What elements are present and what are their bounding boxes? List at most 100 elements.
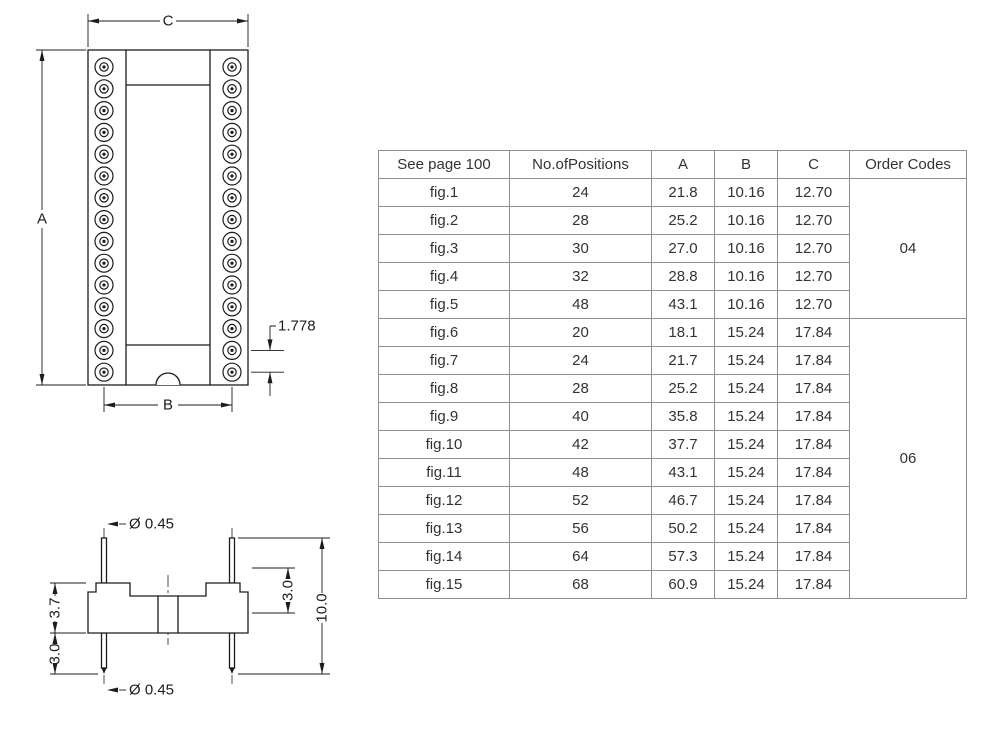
cell-fig: fig.6 [378, 318, 510, 347]
header-c: C [777, 150, 850, 179]
cell-a: 25.2 [651, 374, 715, 403]
dim-label-pin-length: 3.0 [47, 644, 64, 665]
cell-fig: fig.15 [378, 570, 510, 599]
cell-b: 10.16 [714, 206, 778, 235]
cell-fig: fig.1 [378, 178, 510, 207]
cell-fig: fig.2 [378, 206, 510, 235]
dim-label-pin-dia-top: Ø 0.45 [129, 516, 174, 533]
cell-a: 28.8 [651, 262, 715, 291]
cell-c: 17.84 [777, 458, 850, 487]
cell-positions: 64 [509, 542, 652, 571]
socket-side-body [87, 582, 249, 634]
cell-b: 15.24 [714, 542, 778, 571]
pin-diameter-top: Ø 0.45 [107, 516, 174, 533]
cell-a: 37.7 [651, 430, 715, 459]
cell-c: 17.84 [777, 318, 850, 347]
dim-label-pitch: 1.778 [278, 318, 316, 335]
cell-c: 12.70 [777, 234, 850, 263]
cell-c: 17.84 [777, 430, 850, 459]
cell-positions: 68 [509, 570, 652, 599]
cell-fig: fig.13 [378, 514, 510, 543]
cell-positions: 48 [509, 458, 652, 487]
cell-a: 43.1 [651, 458, 715, 487]
cell-fig: fig.8 [378, 374, 510, 403]
dim-label-body-height: 3.7 [47, 598, 64, 619]
cell-b: 15.24 [714, 402, 778, 431]
socket-cavity-lines [125, 50, 211, 385]
table-row: fig.15 68 60.9 15.24 17.84 [378, 570, 967, 599]
cell-c: 17.84 [777, 346, 850, 375]
cell-b: 15.24 [714, 318, 778, 347]
cell-c: 17.84 [777, 514, 850, 543]
dim-label-shoulder: 3.0 [280, 580, 297, 601]
cell-fig: fig.3 [378, 234, 510, 263]
orientation-notch [155, 372, 181, 386]
cell-order-code: 06 [849, 318, 967, 599]
dimension-b: B [103, 387, 233, 414]
cell-a: 21.8 [651, 178, 715, 207]
cell-positions: 52 [509, 486, 652, 515]
socket-top-view: C A B 1.778 [36, 13, 316, 414]
cell-b: 15.24 [714, 458, 778, 487]
cell-positions: 28 [509, 374, 652, 403]
cell-a: 50.2 [651, 514, 715, 543]
table-row: fig.8 28 25.2 15.24 17.84 [378, 374, 967, 403]
cell-positions: 24 [509, 346, 652, 375]
cell-fig: fig.14 [378, 542, 510, 571]
cell-b: 10.16 [714, 234, 778, 263]
dim-label-total-height: 10.0 [314, 593, 331, 622]
center-block-lines [157, 596, 179, 633]
dimension-body-height: 3.7 3.0 [47, 582, 98, 675]
cell-order-code: 04 [849, 178, 967, 319]
cell-fig: fig.9 [378, 402, 510, 431]
cell-c: 17.84 [777, 570, 850, 599]
cell-b: 10.16 [714, 178, 778, 207]
table-row: fig.1 24 21.8 10.16 12.70 04 [378, 178, 967, 319]
cell-b: 10.16 [714, 290, 778, 319]
cell-fig: fig.12 [378, 486, 510, 515]
dim-label-pin-dia-bottom: Ø 0.45 [129, 682, 174, 699]
cell-positions: 48 [509, 290, 652, 319]
spec-table: See page 100 No.ofPositions A B C Order … [378, 150, 967, 599]
cell-fig: fig.7 [378, 346, 510, 375]
cell-a: 25.2 [651, 206, 715, 235]
cell-fig: fig.4 [378, 262, 510, 291]
table-row: fig.5 48 43.1 10.16 12.70 [378, 290, 967, 319]
dim-label-b: B [163, 397, 173, 414]
cell-a: 21.7 [651, 346, 715, 375]
header-see-page: See page 100 [378, 150, 510, 179]
header-b: B [714, 150, 778, 179]
cell-a: 57.3 [651, 542, 715, 571]
cell-c: 12.70 [777, 178, 850, 207]
cell-positions: 40 [509, 402, 652, 431]
header-a: A [651, 150, 715, 179]
table-row: fig.14 64 57.3 15.24 17.84 [378, 542, 967, 571]
cell-positions: 28 [509, 206, 652, 235]
pin-diameter-bottom: Ø 0.45 [107, 682, 174, 699]
dim-label-c: C [163, 13, 174, 30]
cell-positions: 32 [509, 262, 652, 291]
cell-a: 35.8 [651, 402, 715, 431]
cell-a: 46.7 [651, 486, 715, 515]
cell-fig: fig.10 [378, 430, 510, 459]
cell-c: 17.84 [777, 542, 850, 571]
cell-b: 15.24 [714, 570, 778, 599]
socket-body-outline [87, 49, 249, 386]
cell-fig: fig.11 [378, 458, 510, 487]
dimension-a: A [36, 49, 86, 386]
cell-c: 17.84 [777, 402, 850, 431]
cell-b: 15.24 [714, 374, 778, 403]
spec-table-container: See page 100 No.ofPositions A B C Order … [378, 150, 967, 599]
cell-a: 60.9 [651, 570, 715, 599]
dimension-total-height: 10.0 [238, 537, 331, 675]
cell-positions: 56 [509, 514, 652, 543]
table-row: fig.3 30 27.0 10.16 12.70 [378, 234, 967, 263]
header-positions: No.ofPositions [509, 150, 652, 179]
cell-a: 18.1 [651, 318, 715, 347]
cell-fig: fig.5 [378, 290, 510, 319]
table-row: fig.7 24 21.7 15.24 17.84 [378, 346, 967, 375]
cell-c: 12.70 [777, 206, 850, 235]
technical-drawing: C A B 1.778 [36, 13, 331, 699]
cell-b: 15.24 [714, 486, 778, 515]
